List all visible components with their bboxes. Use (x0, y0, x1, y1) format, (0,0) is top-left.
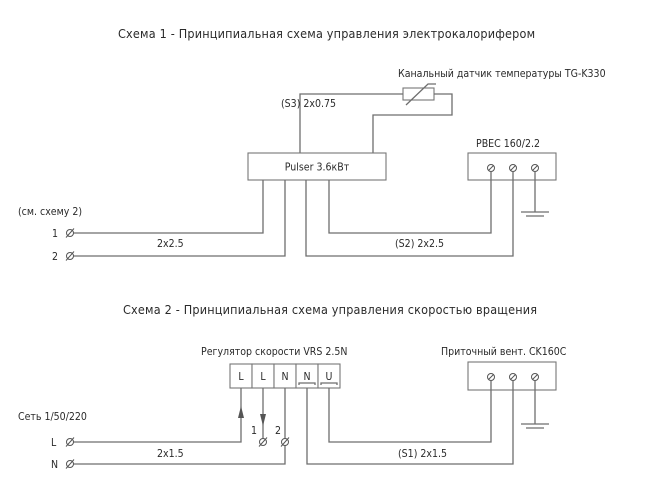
sensor-wire-right (372, 93, 453, 153)
terminal-n-label: N (51, 459, 58, 471)
terminal-2-icon (65, 251, 75, 261)
wire-heater-1 (328, 171, 492, 234)
wire-fan-u (328, 380, 492, 443)
regulator-terminal-label: N (281, 371, 288, 383)
terminal-screw-icon (487, 373, 495, 381)
terminal-n-icon (65, 459, 75, 469)
arrow-up-icon (238, 406, 244, 418)
regulator-terminal-label: L (260, 371, 266, 383)
terminal-screw-icon (531, 373, 539, 381)
output-cable-label: (S2) 2x2.5 (395, 238, 444, 250)
wire-fan-n (306, 380, 514, 465)
network-label: Сеть 1/50/220 (18, 411, 87, 423)
sensor-cable-label: (S3) 2x0.75 (281, 98, 336, 110)
thermistor-icon (402, 87, 435, 101)
regulator-terminal-label: L (238, 371, 244, 383)
regulator-terminal-block: L L N N U (229, 363, 341, 389)
ground-icon (521, 380, 549, 429)
ground-icon (521, 171, 549, 217)
wire-line-l (73, 388, 242, 443)
sensor-label: Канальный датчик температуры TG-K330 (398, 68, 606, 80)
terminal-mid-2-icon (280, 437, 290, 447)
pulser-controller-label: Pulser 3.6кВт (285, 162, 350, 174)
sensor-wire-left (299, 93, 403, 153)
pulser-controller-box (247, 152, 387, 181)
wire-terminal-1 (73, 180, 264, 234)
fan-terminals (487, 373, 539, 381)
terminal-1-label: 1 (52, 228, 58, 240)
terminal-screw-icon (509, 373, 517, 381)
terminal-2-label: 2 (52, 251, 58, 263)
input-cable-label: 2x1.5 (157, 448, 184, 460)
terminal-mid-1-icon (258, 437, 268, 447)
regulator-label: Регулятор скорости VRS 2.5N (201, 346, 347, 358)
temperature-sensor (402, 83, 436, 106)
switched-contact-icon (298, 382, 316, 385)
terminal-screw-icon (531, 164, 539, 172)
terminal-l-label: L (51, 437, 57, 449)
scheme-2: Схема 2 - Принципиальная схема управлени… (18, 302, 567, 471)
wire-terminal-2 (73, 180, 286, 257)
regulator-terminal-label: N (303, 371, 310, 383)
output-cable-label: (S1) 2x1.5 (398, 448, 447, 460)
thermistor-slash (405, 83, 436, 106)
scheme-1: Схема 1 - Принципиальная схема управлени… (18, 26, 606, 263)
regulator-terminal-label: U (326, 371, 333, 383)
terminal-screw-icon (509, 164, 517, 172)
wire-line-n (73, 388, 286, 465)
scheme-1-title: Схема 1 - Принципиальная схема управлени… (118, 26, 535, 41)
terminal-l-icon (65, 437, 75, 447)
arrow-down-icon (260, 414, 266, 426)
fan-label: Приточный вент. CK160C (441, 346, 567, 358)
terminal-1-icon (65, 228, 75, 238)
input-cable-label: 2x2.5 (157, 238, 184, 250)
switched-contact-icon (320, 382, 338, 385)
scheme-2-title: Схема 2 - Принципиальная схема управлени… (123, 302, 537, 317)
terminal-mid-1-label: 1 (251, 425, 257, 437)
reference-note: (см. схему 2) (18, 206, 82, 218)
heater-label: PBEC 160/2.2 (476, 138, 540, 150)
terminal-screw-icon (487, 164, 495, 172)
wire-heater-2 (305, 171, 514, 257)
terminal-mid-2-label: 2 (275, 425, 281, 437)
